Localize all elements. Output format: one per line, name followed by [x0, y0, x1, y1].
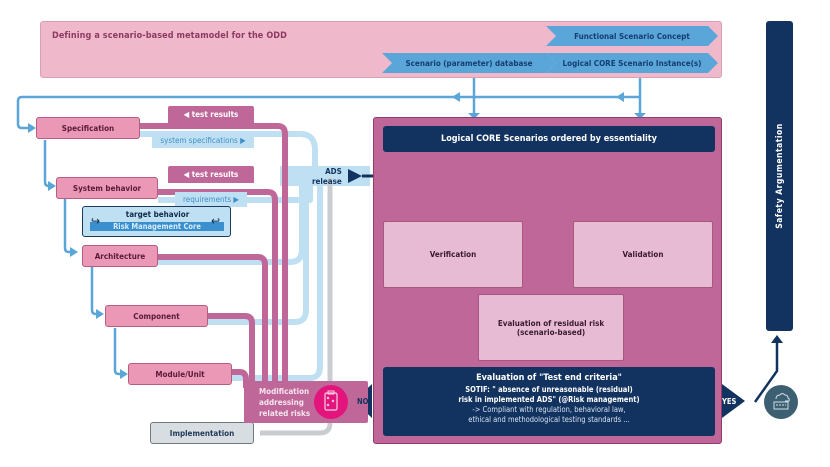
stage-specification[interactable]: Specification	[36, 117, 140, 139]
impl-pipe	[260, 178, 333, 436]
stage-architecture[interactable]: Architecture	[82, 245, 158, 267]
ads-release-arrow	[348, 169, 362, 183]
module-output-pipe	[232, 178, 323, 381]
test-end-line3: -> Compliant with regulation, behavioral…	[472, 405, 626, 414]
modification-line1: Modification	[259, 387, 310, 396]
logical-core-scenarios-header: Logical CORE Scenarios ordered by essent…	[383, 126, 715, 152]
test-end-title: Evaluation of "Test end criteria"	[476, 373, 622, 383]
stage-component[interactable]: Component	[105, 305, 208, 327]
arch-output-pipe	[158, 178, 305, 265]
test-end-line2: risk in implemented ADS" (@Risk manageme…	[458, 395, 640, 404]
residual-risk-line1: Evaluation of residual risk	[497, 318, 605, 328]
test-end-criteria-box: Evaluation of "Test end criteria" SOTIF:…	[383, 367, 715, 436]
modification-text: Modification addressing related risks	[259, 386, 319, 419]
module-feedback-pipe	[232, 369, 249, 388]
requirements-label: requirements ▶	[175, 192, 247, 207]
spec-feedback-pipe	[140, 123, 288, 385]
comp-output-pipe	[208, 178, 309, 325]
functional-scenario-concept-chevron: Functional Scenario Concept	[546, 26, 718, 46]
stage-implementation[interactable]: Implementation	[150, 422, 254, 444]
test-end-line4: ethical and methodological testing stand…	[468, 415, 630, 424]
arch-feedback-pipe	[158, 254, 268, 385]
risk-checklist-icon	[314, 385, 348, 419]
stage-system-behavior[interactable]: System behavior	[56, 177, 158, 199]
system-specifications-label: system specifications ▶	[152, 133, 254, 148]
odd-metamodel-title: Defining a scenario-based metamodel for …	[52, 31, 287, 41]
stage-module-unit[interactable]: Module/Unit	[128, 363, 232, 385]
loop-arrow-right-icon: ↩	[211, 214, 221, 228]
modification-box: Modification addressing related risks	[244, 381, 368, 423]
residual-risk-box[interactable]: Evaluation of residual risk (scenario-ba…	[478, 294, 624, 361]
top-return-line	[16, 95, 640, 130]
left-arrow-icon: ◀	[183, 170, 192, 179]
safety-argumentation-bar: Safety Argumentation	[766, 21, 793, 331]
no-label: NO	[357, 397, 369, 406]
residual-risk-line2: (scenario-based)	[516, 327, 586, 337]
yes-arrow	[722, 384, 745, 418]
validation-box[interactable]: Validation	[573, 221, 713, 288]
modification-line3: related risks	[259, 409, 311, 418]
ads-release-line2: release	[312, 177, 342, 186]
test-results-tab-1: ◀ test results	[168, 106, 254, 123]
logical-core-instance-chevron: Logical CORE Scenario Instance(s)	[546, 53, 718, 73]
left-arrow-icon: ◀	[183, 110, 192, 119]
safety-argumentation-label: Safety Argumentation	[774, 123, 785, 229]
test-results-tab-2: ◀ test results	[168, 166, 254, 183]
loop-arrow-left-icon: ↪	[91, 214, 101, 228]
target-behavior-box: target behavior Risk Management Core ↪ ↩	[82, 206, 231, 237]
risk-management-core-label: Risk Management Core	[90, 222, 224, 231]
test-end-line1: SOTIF: " absence of unreasonable (residu…	[465, 385, 633, 394]
sysbeh-feedback-pipe	[158, 189, 278, 385]
scenario-database-chevron: Scenario (parameter) database	[382, 53, 556, 73]
modification-line2: addressing	[259, 398, 304, 407]
cloud-device-icon	[764, 385, 798, 419]
target-behavior-title: target behavior	[125, 210, 190, 219]
comp-feedback-pipe	[208, 313, 255, 385]
yes-label: YES	[722, 397, 737, 406]
ads-release-label: ADS release	[312, 167, 342, 187]
ads-release-line1: ADS	[325, 167, 342, 176]
verification-box[interactable]: Verification	[383, 221, 523, 288]
spec-output-pipe	[140, 131, 318, 175]
